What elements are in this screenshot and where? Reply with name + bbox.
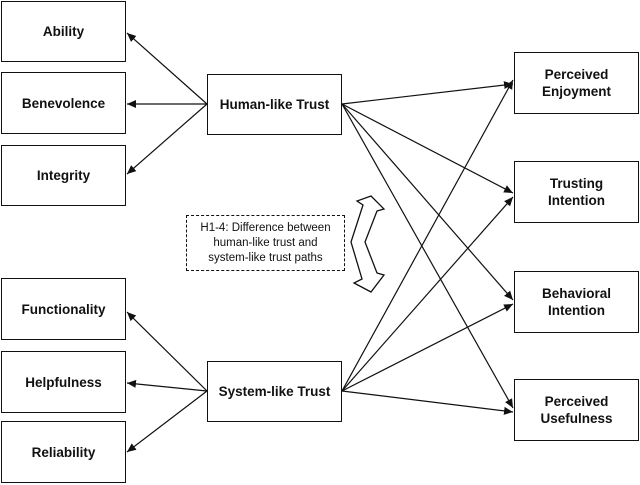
edge-human-to-trusting	[341, 103, 514, 194]
node-behavioral-intention: Behavioral Intention	[514, 271, 639, 333]
edge-human-to-enjoyment	[341, 81, 514, 105]
node-functionality: Functionality	[1, 278, 126, 340]
edge-human-to-integrity	[126, 103, 208, 175]
hypothesis-note: H1-4: Difference between human-like trus…	[186, 215, 345, 271]
edge-system-to-trusting	[341, 196, 514, 392]
edge-system-to-usefulness	[341, 390, 514, 415]
edge-human-to-behavioral	[341, 103, 514, 301]
comparison-double-arrow	[350, 195, 386, 293]
node-trusting-intention: Trusting Intention	[514, 161, 639, 223]
edge-system-to-behavioral	[341, 303, 514, 392]
edge-human-to-usefulness	[341, 103, 514, 409]
node-system-like-trust: System-like Trust	[207, 361, 342, 422]
node-perceived-usefulness: Perceived Usefulness	[514, 379, 639, 441]
edge-system-to-enjoyment	[341, 79, 514, 392]
edge-human-to-ability	[126, 32, 208, 105]
node-helpfulness: Helpfulness	[1, 351, 126, 413]
node-benevolence: Benevolence	[1, 72, 126, 134]
node-ability: Ability	[1, 1, 126, 62]
edge-system-to-functionality	[126, 311, 208, 392]
node-human-like-trust: Human-like Trust	[207, 74, 342, 135]
edge-system-to-reliability	[126, 390, 208, 453]
node-perceived-enjoyment: Perceived Enjoyment	[514, 52, 639, 114]
edge-system-to-helpfulness	[126, 379, 208, 392]
node-reliability: Reliability	[1, 421, 126, 483]
node-integrity: Integrity	[1, 145, 126, 206]
